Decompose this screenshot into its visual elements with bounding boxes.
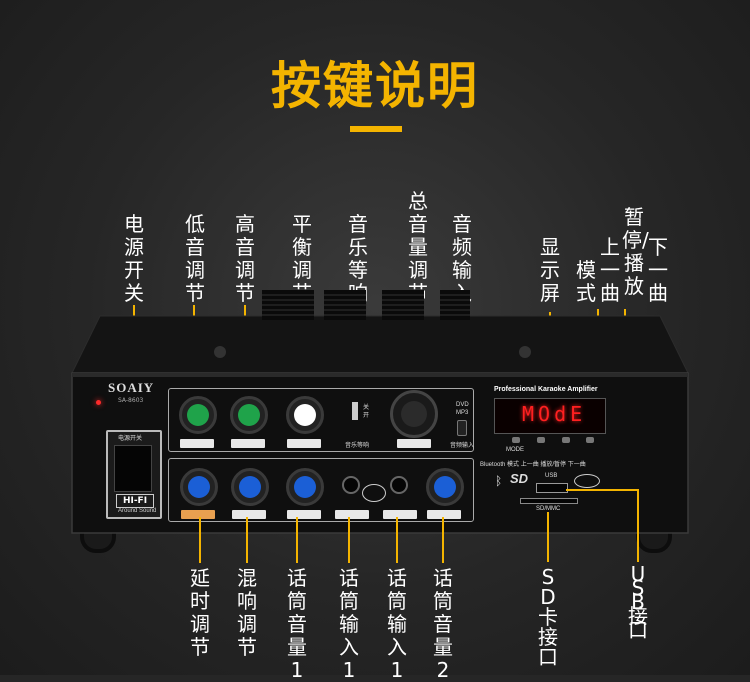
play-pause-button[interactable] xyxy=(562,437,570,443)
music-eq-caption: 音乐等响 xyxy=(345,443,370,449)
dvd-text: DVD xyxy=(456,402,469,408)
leader-sd xyxy=(547,512,549,562)
master-label-tab xyxy=(397,439,431,448)
mode-button-label: MODE xyxy=(506,447,524,453)
switch-off-text: 关 xyxy=(363,405,370,411)
label-treble: 高音调节 xyxy=(235,212,255,305)
mic-in2-label-tab xyxy=(383,510,417,519)
leader-mic-vol2 xyxy=(442,517,444,563)
bluetooth-row-text: Bluetooth 模式 上一曲 播放/暂停 下一曲 xyxy=(480,462,586,468)
usb-label: USB xyxy=(545,473,558,479)
bluetooth-icon: ᛒ xyxy=(495,474,503,488)
label-mic-input1a: 话筒输入1 xyxy=(339,566,359,682)
brand-logo: SOAIY xyxy=(108,380,155,395)
leader-usb-h xyxy=(566,489,639,491)
mic1-label-tab xyxy=(287,510,321,519)
display-text: MOdE xyxy=(522,402,587,426)
label-reverb: 混响调节 xyxy=(237,566,257,659)
upper-control-panel xyxy=(168,388,474,452)
usb-logo xyxy=(574,474,600,488)
balance-label-tab xyxy=(287,439,321,448)
leader-usb xyxy=(637,490,639,562)
label-mic-input1b: 话筒输入1 xyxy=(387,566,407,682)
label-display: 显示屏 xyxy=(540,235,560,305)
usb-port[interactable] xyxy=(536,483,568,493)
master-volume-knob[interactable] xyxy=(390,390,438,438)
reverb-knob[interactable] xyxy=(231,468,269,506)
mic-brand-logo xyxy=(362,484,386,502)
leader-reverb xyxy=(246,517,248,563)
leader-delay xyxy=(199,517,201,563)
label-power: 电源开关 xyxy=(124,212,144,305)
label-mode: 模式 xyxy=(576,258,596,305)
mic-volume1-knob[interactable] xyxy=(286,468,324,506)
audio-input-caption: 音频输入 xyxy=(450,443,475,449)
leader-mic-in1b xyxy=(396,517,398,563)
next-button[interactable] xyxy=(586,437,594,443)
mic2-label-tab xyxy=(427,510,461,519)
music-eq-switch[interactable] xyxy=(352,402,358,420)
power-switch-caption: 电源开关 xyxy=(118,436,143,442)
sd-slot-label: SD/MMC xyxy=(536,506,561,512)
label-mic-volume2: 话筒音量2 xyxy=(433,566,453,682)
label-usb-port: USB接口 xyxy=(628,562,648,642)
switch-on-text: 开 xyxy=(363,413,370,419)
vent-grille xyxy=(262,290,470,320)
mic-volume2-knob[interactable] xyxy=(426,468,464,506)
hifi-badge: HI-FI xyxy=(116,494,154,508)
label-delay: 延时调节 xyxy=(190,566,210,659)
surround-text: Around Sound xyxy=(118,508,157,514)
leader-mic-vol1 xyxy=(296,517,298,563)
label-prev-track: 上一曲 xyxy=(600,235,620,305)
leader-mic-in1a xyxy=(348,517,350,563)
reverb-label-tab xyxy=(232,510,266,519)
delay-knob[interactable] xyxy=(180,468,218,506)
model-number: SA-8603 xyxy=(118,397,144,404)
prev-button[interactable] xyxy=(537,437,545,443)
treble-label-tab xyxy=(231,439,265,448)
treble-knob[interactable] xyxy=(230,396,268,434)
label-sd-slot: SD卡接口 xyxy=(538,565,558,669)
bass-label-tab xyxy=(180,439,214,448)
mic-in1-label-tab xyxy=(335,510,369,519)
power-led xyxy=(96,400,101,405)
mic-input2-jack[interactable] xyxy=(390,476,408,494)
audio-input-switch[interactable] xyxy=(457,420,467,436)
power-switch[interactable] xyxy=(114,445,152,492)
mp3-text: MP3 xyxy=(456,410,469,416)
label-audio-input: 音频输入 xyxy=(452,212,472,305)
sd-logo: SD xyxy=(510,471,529,486)
sd-slot[interactable] xyxy=(520,498,578,504)
balance-knob[interactable] xyxy=(286,396,324,434)
label-next-track: 下一曲 xyxy=(648,235,668,305)
display-screen xyxy=(494,398,606,434)
lcd-title: Professional Karaoke Amplifier xyxy=(494,386,598,393)
label-pause-play: 暂停/播放 xyxy=(622,205,649,298)
mic-input1-jack[interactable] xyxy=(342,476,360,494)
delay-label-tab xyxy=(181,510,215,519)
bass-knob[interactable] xyxy=(179,396,217,434)
title-underline xyxy=(350,126,402,132)
label-bass: 低音调节 xyxy=(185,212,205,305)
page-title: 按键说明 xyxy=(271,57,479,115)
lower-control-panel xyxy=(168,458,474,522)
label-mic-volume1: 话筒音量1 xyxy=(287,566,307,682)
mode-button[interactable] xyxy=(512,437,520,443)
